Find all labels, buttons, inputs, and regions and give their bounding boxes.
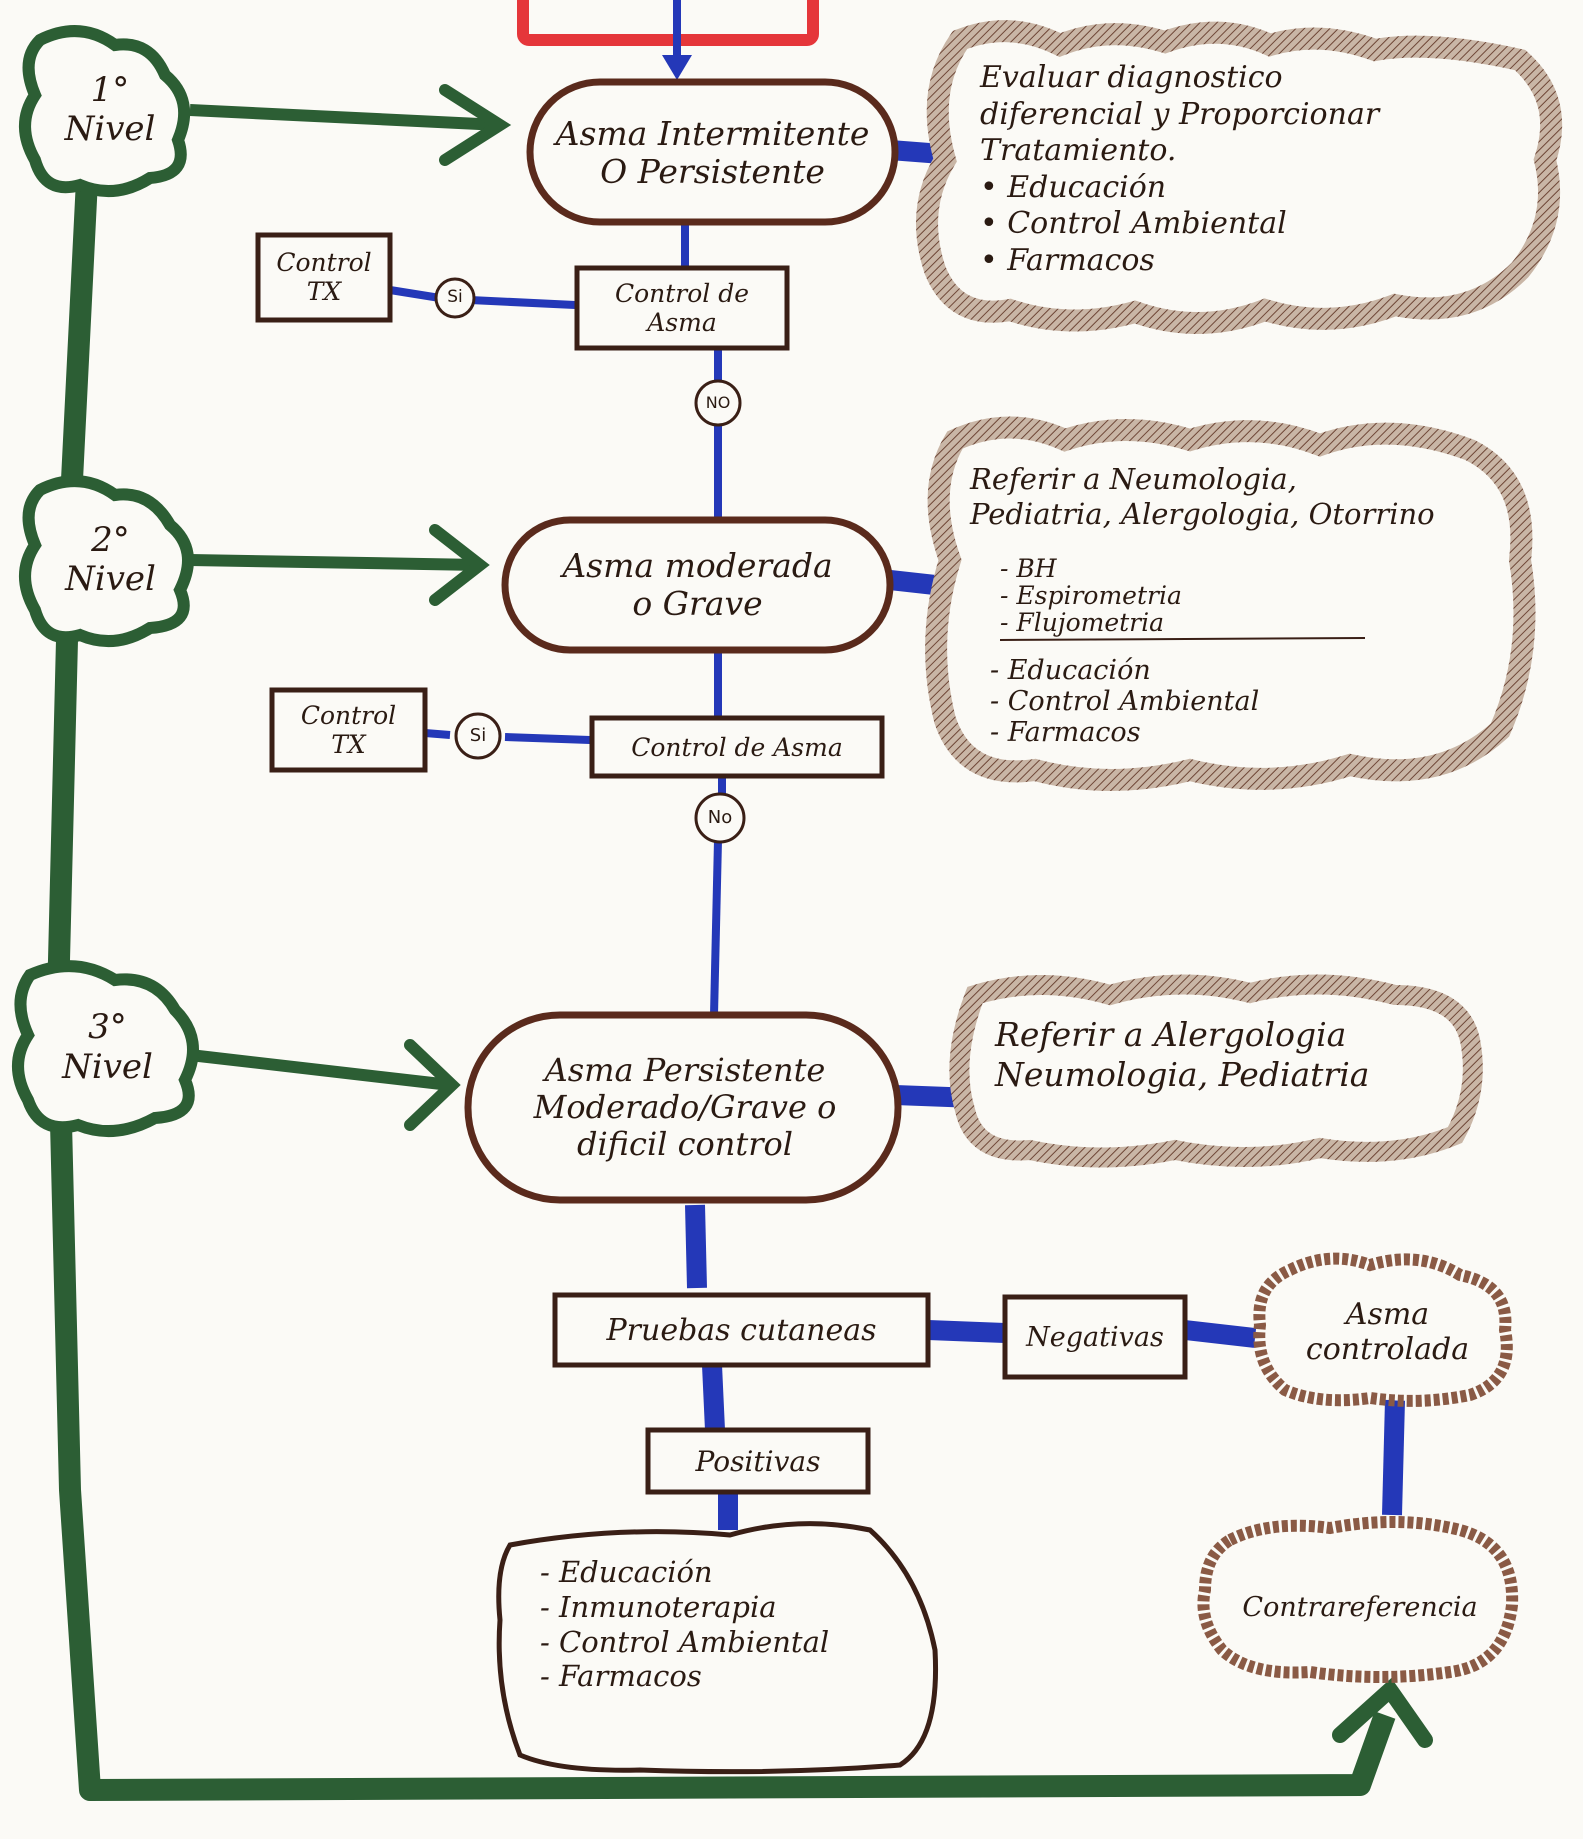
si-2-label: Si [469,724,487,746]
note-nivel2-cloud [925,416,1536,791]
note-nivel3: Referir a Alergologia Neumologia, Pediat… [995,1015,1370,1095]
node-asma-controlada-cloud [1253,1252,1513,1407]
note-nivel2-top: Referir a Neumologia, Pediatria, Alergol… [970,462,1435,532]
node-control-tx-1-label: Control TX [276,248,372,306]
top-red-box [517,0,819,46]
level-1-label: 1° Nivel [64,69,156,149]
note-nivel1-cloud [916,20,1563,334]
node-control-asma-2-label: Control de Asma [631,732,843,762]
node-contrarreferencia-label: Contrareferencia [1242,1591,1478,1623]
note-nivel2-bottom: - Educación - Control Ambiental - Farmac… [990,655,1260,749]
level-2-label: 2° Nivel [65,519,156,599]
node-asma-intermitente-label: Asma Intermitente O Persistente [555,113,870,191]
node-control-tx-2-label: Control TX [300,701,397,759]
no-1-label: NO [705,392,731,412]
node-asma-moderada [501,516,894,654]
node-pruebas-cutaneas-label: Pruebas cutaneas [606,1312,877,1348]
node-positivas-label: Positivas [695,1444,821,1478]
node-control-asma-1-label: Control de Asma [614,279,750,337]
node-contrarreferencia-cloud [1197,1516,1519,1683]
positivas-tx-bubble [496,1521,939,1775]
node-negativas-label: Negativas [1026,1322,1164,1354]
no-2-label: No [707,806,733,828]
level-3-label: 3° Nivel [62,1007,153,1087]
node-asma-intermitente [526,78,899,226]
note-nivel2-exams: - BH - Espirometria - Flujometria [1000,554,1182,637]
node-asma-persistente [464,1011,902,1204]
level3-blob [12,960,199,1138]
node-asma-persistente-label: Asma Persistente Moderado/Grave o difici… [533,1051,837,1163]
node-asma-moderada-label: Asma moderada o Grave [562,546,833,623]
si-1-label: Si [447,287,463,308]
node-asma-controlada-label: Asma controlada [1305,1297,1470,1367]
green-arrowhead-contra [1332,1678,1433,1748]
note-positivas-tx: - Educación - Inmunoterapia - Control Am… [540,1555,830,1694]
level2-blob [19,475,194,648]
note-nivel1: Evaluar diagnostico diferencial y Propor… [980,60,1380,278]
note-nivel3-cloud [949,974,1483,1168]
level1-blob [19,25,191,198]
